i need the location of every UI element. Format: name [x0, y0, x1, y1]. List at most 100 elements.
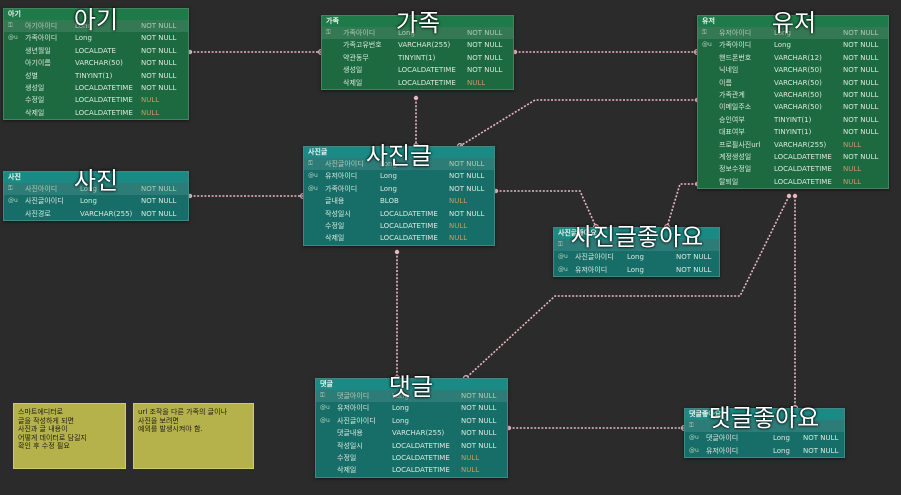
column-nullable: NOT NULL: [843, 128, 879, 137]
table-header[interactable]: 사진글: [304, 147, 494, 158]
column-type: VARCHAR(50): [774, 90, 822, 99]
column-type: Long: [392, 404, 409, 413]
column-type: Long: [627, 265, 644, 274]
column-name: 사진글아이디: [575, 253, 614, 262]
relation-user-post[interactable]: [459, 99, 697, 147]
column-name: 댓글내용: [337, 429, 363, 438]
unique-key-icon: @u: [689, 434, 699, 442]
column-name: 가족고유번호: [343, 41, 382, 50]
table-header[interactable]: 가족: [322, 16, 513, 27]
table-header[interactable]: 아기: [4, 9, 188, 20]
column-name: 가족아이디: [343, 29, 376, 37]
column-name: 수정일: [325, 221, 345, 230]
column-nullable: NOT NULL: [676, 253, 712, 262]
table-row[interactable]: ⚿: [685, 420, 844, 433]
note-smart-editor[interactable]: 스마트에디터로 글을 작성하게 되면 사진과 글 내용이 어떻게 데이터로 담길…: [13, 403, 126, 469]
table-header[interactable]: 댓글: [316, 379, 507, 390]
unique-key-icon: @u: [702, 41, 712, 49]
column-name: 아기아이디: [25, 22, 58, 30]
column-nullable: NOT NULL: [141, 209, 177, 218]
relation-post-post-like[interactable]: [496, 190, 597, 228]
column-nullable: NOT NULL: [803, 434, 839, 443]
column-type: VARCHAR(255): [392, 429, 445, 438]
table-header[interactable]: 사진글좋아요: [554, 228, 719, 239]
column-type: VARCHAR(50): [75, 59, 123, 68]
column-type: TINYINT(1): [774, 115, 812, 124]
column-nullable: NOT NULL: [467, 53, 503, 62]
column-type: Long: [380, 160, 397, 168]
table-header[interactable]: 사진: [4, 172, 188, 183]
column-nullable: NOT NULL: [843, 103, 879, 112]
note-url-check[interactable]: url 조작을 다른 가족의 글이나 사진을 보려면 예외를 발생시켜야 함.: [133, 403, 254, 469]
column-name: 생성일: [25, 83, 45, 92]
column-name: 가족관계: [719, 90, 745, 99]
relation-user-post-like[interactable]: [666, 183, 697, 228]
relation-user-comment[interactable]: [465, 195, 790, 379]
table-header[interactable]: 댓글좋아요: [685, 409, 844, 420]
column-type: LOCALDATETIME: [380, 209, 438, 218]
table-header[interactable]: 유저: [698, 16, 888, 27]
column-name: 삭제일: [25, 108, 45, 117]
unique-key-icon: @u: [308, 172, 318, 180]
column-nullable: NULL: [467, 78, 486, 87]
table-row[interactable]: ⚿: [554, 239, 719, 252]
column-type: Long: [380, 184, 397, 193]
